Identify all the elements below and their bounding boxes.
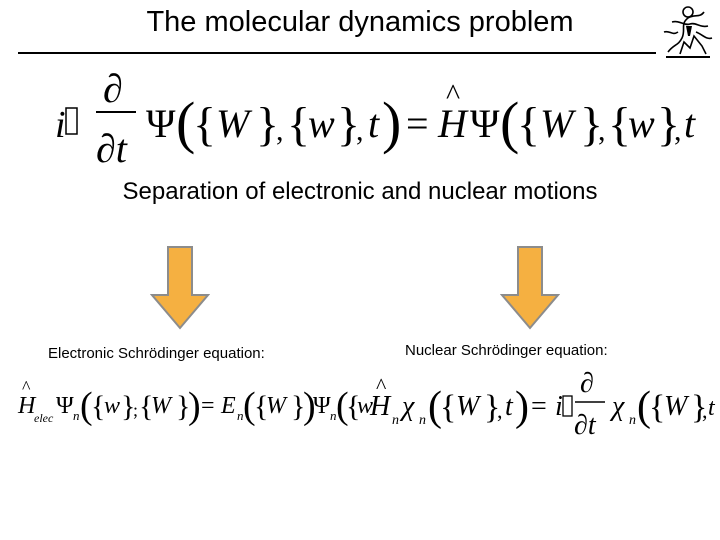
- svg-text:n: n: [392, 413, 399, 428]
- svg-text:}: }: [291, 390, 305, 423]
- svg-text:t: t: [505, 391, 514, 422]
- svg-text:^: ^: [376, 373, 387, 398]
- svg-text:}: }: [580, 98, 603, 151]
- svg-text:{: {: [608, 98, 631, 151]
- svg-text:W: W: [216, 101, 253, 146]
- svg-text:n: n: [629, 413, 636, 428]
- svg-text:∂t: ∂t: [574, 410, 597, 441]
- svg-text:H: H: [369, 391, 392, 422]
- svg-text:,: ,: [674, 114, 682, 147]
- svg-text:,: ,: [598, 114, 606, 147]
- svg-text:,: ,: [276, 114, 284, 147]
- svg-text:}: }: [657, 98, 680, 151]
- electronic-equation-label: Electronic Schrödinger equation:: [48, 345, 265, 362]
- svg-text:i: i: [55, 104, 66, 146]
- svg-text:elec: elec: [34, 411, 54, 425]
- svg-text:;: ;: [133, 400, 138, 420]
- svg-text:(: (: [176, 90, 195, 155]
- svg-text:Ψ: Ψ: [313, 393, 331, 419]
- svg-text:(: (: [336, 385, 349, 427]
- svg-text:W: W: [266, 393, 288, 419]
- svg-text:): ): [188, 385, 201, 427]
- svg-text:i: i: [555, 391, 563, 422]
- title-divider: [18, 52, 656, 54]
- svg-text:W: W: [456, 391, 482, 422]
- svg-text:^: ^: [22, 377, 31, 397]
- svg-text:=: =: [531, 391, 547, 422]
- svg-text:}: }: [121, 390, 135, 423]
- svg-text:^: ^: [446, 78, 460, 111]
- svg-text:(: (: [243, 385, 256, 427]
- svg-text:t: t: [708, 395, 716, 421]
- svg-text:): ): [515, 384, 529, 430]
- svg-text:H: H: [437, 101, 469, 146]
- svg-text:{: {: [193, 98, 216, 151]
- svg-text:}: }: [176, 390, 190, 423]
- svg-text:}: }: [337, 98, 360, 151]
- svg-text:∂: ∂: [580, 368, 594, 399]
- svg-text:Ψ: Ψ: [470, 101, 500, 146]
- svg-text:W: W: [540, 101, 577, 146]
- svg-text:{: {: [287, 98, 310, 151]
- svg-text:=: =: [406, 101, 429, 146]
- svg-text:∂: ∂: [103, 66, 123, 111]
- svg-text:}: }: [256, 98, 279, 151]
- svg-text:n: n: [330, 408, 337, 423]
- svg-text:,: ,: [356, 114, 364, 147]
- svg-text:{: {: [440, 389, 456, 426]
- svg-text:{: {: [346, 390, 360, 423]
- svg-text:}: }: [691, 389, 707, 426]
- svg-text:t: t: [368, 101, 380, 146]
- svg-text:{: {: [91, 390, 105, 423]
- svg-text:W: W: [151, 393, 173, 419]
- svg-text:{: {: [139, 390, 153, 423]
- subtitle: Separation of electronic and nuclear mot…: [122, 178, 598, 205]
- svg-text:(: (: [428, 384, 442, 430]
- svg-text:(: (: [637, 384, 651, 430]
- svg-text:,: ,: [497, 398, 503, 423]
- svg-text:{: {: [254, 390, 268, 423]
- svg-text:n: n: [73, 408, 80, 423]
- svg-text:(: (: [80, 385, 93, 427]
- right-down-arrow-icon: [500, 246, 560, 330]
- svg-text:w: w: [308, 101, 335, 146]
- svg-text:(: (: [500, 90, 519, 155]
- nuclear-equation-label: Nuclear Schrödinger equation:: [405, 342, 608, 359]
- svg-text:W: W: [664, 391, 690, 422]
- svg-text:): ): [303, 385, 316, 427]
- svg-text:): ): [382, 90, 401, 155]
- svg-text:{: {: [649, 389, 665, 426]
- svg-text:n: n: [237, 408, 244, 423]
- svg-text:=: =: [201, 393, 215, 419]
- svg-text:}: }: [484, 389, 500, 426]
- svg-text:w: w: [628, 101, 655, 146]
- svg-text:Ψ: Ψ: [146, 101, 176, 146]
- svg-text:t: t: [684, 101, 696, 146]
- svg-text:H: H: [17, 393, 37, 419]
- left-down-arrow-icon: [150, 246, 210, 330]
- svg-text:∂t: ∂t: [96, 126, 128, 170]
- svg-text:χ: χ: [399, 391, 415, 422]
- svg-text:n: n: [419, 413, 426, 428]
- svg-text:χ: χ: [609, 391, 625, 422]
- main-equation: i ∂ ∂t Ψ ( { W } , { w } , t ) = H ^ Ψ (…: [55, 66, 696, 170]
- svg-text:w: w: [357, 393, 373, 419]
- institution-logo-icon: [663, 6, 713, 58]
- svg-text:Ψ: Ψ: [56, 393, 74, 419]
- svg-text:E: E: [220, 393, 236, 419]
- svg-text:,: ,: [702, 398, 708, 423]
- svg-text:w: w: [104, 393, 120, 419]
- svg-text:{: {: [517, 98, 540, 151]
- slide-title: The molecular dynamics problem: [146, 6, 574, 38]
